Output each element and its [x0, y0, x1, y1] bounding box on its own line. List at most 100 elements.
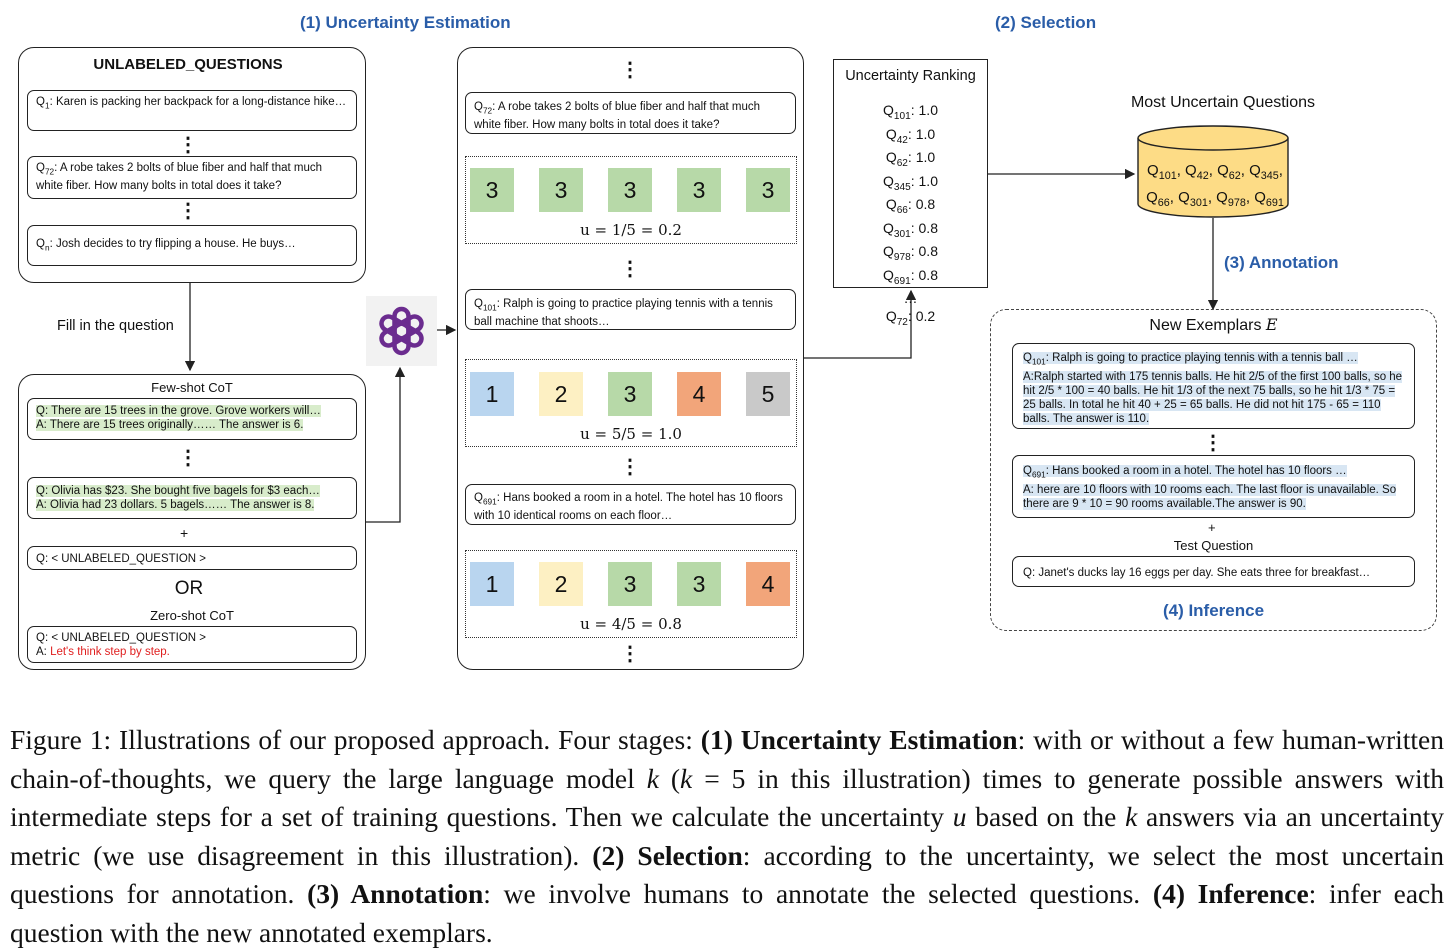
vertical-ellipsis: ⋮ [178, 200, 198, 222]
question-text: : A robe takes 2 bolts of blue fiber and… [36, 162, 323, 193]
fill-in-question-label: Fill in the question [57, 318, 174, 334]
question-text: : A robe takes 2 bolts of blue fiber and… [474, 101, 761, 132]
question-id: Q [36, 238, 45, 250]
zero-shot-trigger: Let's think step by step. [50, 646, 170, 658]
arrow-prompt-to-llm [366, 366, 406, 523]
example-question: Q: There are 15 trees in the grove. Grov… [36, 405, 321, 417]
question-qn: Qn: Josh decides to try flipping a house… [27, 225, 357, 266]
ranking-row: Q978: 0.8 [883, 243, 938, 263]
answer-box: 4 [677, 372, 721, 416]
test-question-box: Q: Janet's ducks lay 16 eggs per day. Sh… [1012, 556, 1415, 587]
answer-box: 5 [746, 372, 790, 416]
ranking-row: Q691: 0.8 [883, 266, 938, 287]
question-subscript: n [44, 243, 50, 253]
answers-group-3 [465, 550, 797, 638]
question-text: : Ralph is going to practice playing ten… [474, 298, 773, 329]
answers-group-1 [465, 156, 797, 244]
question-subscript: 1 [44, 101, 50, 111]
answer-box: 3 [677, 168, 721, 212]
stage-uncertainty-estimation-title: (1) Uncertainty Estimation [300, 13, 511, 32]
vertical-ellipsis: ⋮ [178, 447, 198, 469]
uncertainty-value: u = 4/5 = 0.8 [580, 615, 682, 633]
uncertain-line-2: Q66, Q301, Q978, Q691 [1146, 189, 1284, 209]
ranking-row: Q62: 1.0 [885, 149, 936, 169]
question-text: : Karen is packing her backpack for a lo… [49, 96, 347, 108]
zero-shot-cot-title: Zero-shot CoT [150, 608, 234, 623]
example-answer: A: Olivia had 23 dollars. 5 bagels…… The… [36, 499, 315, 511]
arrow-to-ranking [804, 289, 917, 359]
answer-box: 4 [746, 562, 790, 606]
question-q1: Q1: Karen is packing her backpack for a … [27, 90, 357, 131]
question-subscript: 72 [482, 106, 493, 116]
answer-box: 3 [677, 562, 721, 606]
answer-box: 3 [539, 168, 583, 212]
uncertainty-ranking-title: Uncertainty Ranking [845, 68, 976, 84]
exemplar-question: Q691: Hans booked a room in a hotel. The… [1023, 465, 1347, 480]
question-text: : Hans booked a room in a hotel. The hot… [474, 492, 783, 523]
exemplar-answer: A: here are 10 floors with 10 rooms each… [1023, 483, 1397, 510]
uncertain-line-1: Q101, Q42, Q62, Q345, [1147, 162, 1283, 182]
question-subscript: 101 [482, 303, 497, 313]
zero-shot-answer-prefix: A: [36, 646, 51, 658]
stage-selection-title: (2) Selection [995, 13, 1097, 32]
most-uncertain-list: Q101, Q42, Q62, Q345, Q66, Q301, Q978, Q… [1140, 160, 1290, 214]
vertical-ellipsis: ⋮ [1203, 432, 1223, 454]
vertical-ellipsis: ⋮ [620, 456, 640, 478]
uncertainty-value: u = 1/5 = 0.2 [580, 221, 682, 239]
new-exemplars-panel [990, 309, 1437, 631]
exemplar-answer: A:Ralph started with 175 tennis balls. H… [1023, 370, 1403, 426]
database-cylinder-icon [1137, 125, 1289, 218]
ranking-row: Q101: 1.0 [883, 102, 938, 122]
question-id: Q [36, 162, 45, 174]
estimation-question-q691: Q691: Hans booked a room in a hotel. The… [465, 484, 796, 525]
ranking-list: Q101: 1.0 Q42: 1.0 Q62: 1.0 Q345: 1.0 Q6… [833, 102, 988, 331]
answer-box: 2 [539, 372, 583, 416]
question-id: Q [474, 298, 483, 310]
unlabeled-questions-title: UNLABELED_QUESTIONS [93, 56, 283, 73]
answer-box: 3 [608, 168, 652, 212]
uncertainty-value: u = 5/5 = 1.0 [580, 425, 682, 443]
answer-box: 2 [539, 562, 583, 606]
ranking-row: Q301: 0.8 [883, 219, 938, 240]
ranking-row: Q345: 1.0 [883, 172, 938, 193]
example-question: Q: Olivia has $23. She bought five bagel… [36, 485, 320, 497]
new-exemplars-title: New Exemplars E [1149, 315, 1278, 334]
answer-box: 1 [470, 372, 514, 416]
unlabeled-question-slot: Q: < UNLABELED_QUESTION > [27, 546, 357, 570]
question-subscript: 72 [44, 167, 55, 177]
plus-sign: + [180, 525, 189, 541]
openai-logo-icon [366, 296, 437, 366]
ranking-row: Q66: 0.8 [885, 196, 936, 216]
question-text: : Josh decides to try flipping a house. … [49, 238, 296, 250]
few-shot-example-2: Q: Olivia has $23. She bought five bagel… [27, 477, 357, 519]
stage-inference-title: (4) Inference [1162, 601, 1265, 620]
zero-shot-prompt: Q: < UNLABELED_QUESTION > A: Let's think… [27, 626, 357, 663]
test-question-label: Test Question [1173, 538, 1254, 553]
question-q72: Q72: A robe takes 2 bolts of blue fiber … [27, 156, 357, 199]
zero-shot-question: Q: < UNLABELED_QUESTION > [36, 632, 207, 644]
stage-annotation-title: (3) Annotation [1224, 253, 1339, 272]
ranking-row: Q72: 0.2 [885, 307, 936, 328]
example-answer: A: There are 15 trees originally…… The a… [36, 419, 304, 431]
figure-caption: Figure 1: Illustrations of our proposed … [10, 724, 1445, 948]
question-subscript: 691 [482, 497, 497, 507]
few-shot-example-1: Q: There are 15 trees in the grove. Grov… [27, 398, 357, 440]
vertical-ellipsis: ⋮ [620, 643, 640, 665]
exemplar-q101: Q101: Ralph is going to practice playing… [1012, 343, 1415, 429]
ranking-ellipsis: … [903, 290, 918, 306]
answers-group-2 [465, 359, 797, 447]
answer-box: 3 [608, 562, 652, 606]
few-shot-cot-title: Few-shot CoT [151, 380, 233, 395]
uncertainty-ranking-box [833, 59, 988, 288]
answer-box: 1 [470, 562, 514, 606]
question-id: Q [474, 492, 483, 504]
answer-box: 3 [746, 168, 790, 212]
ranking-row: Q42: 1.0 [885, 125, 936, 146]
question-id: Q [36, 96, 45, 108]
most-uncertain-title: Most Uncertain Questions [1130, 94, 1316, 111]
vertical-ellipsis: ⋮ [620, 258, 640, 280]
exemplar-q691: Q691: Hans booked a room in a hotel. The… [1012, 455, 1415, 518]
vertical-ellipsis: ⋮ [620, 59, 640, 81]
question-id: Q [474, 101, 483, 113]
vertical-ellipsis: ⋮ [178, 134, 198, 156]
